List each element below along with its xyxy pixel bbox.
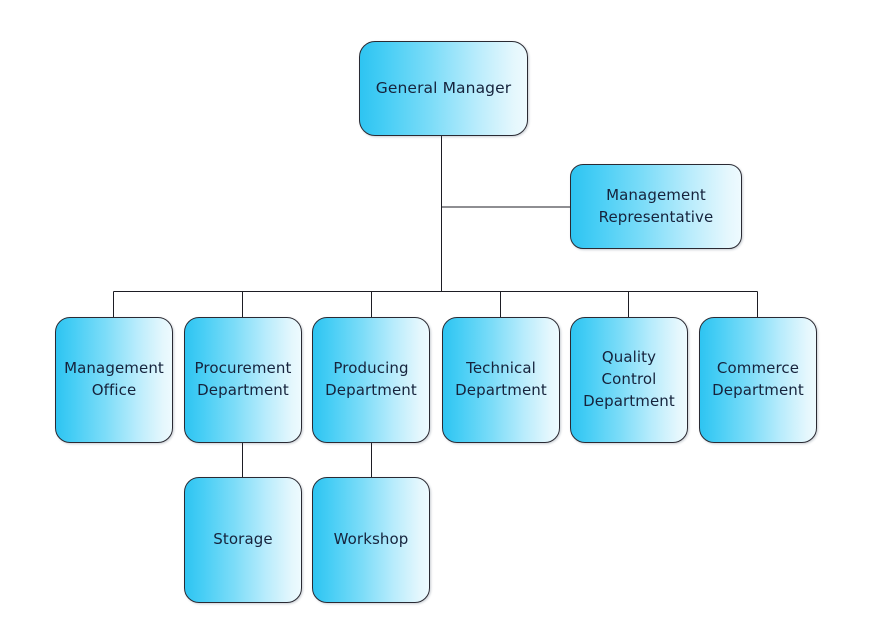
node-general-manager[interactable]: General Manager <box>359 41 528 136</box>
node-management-office[interactable]: Management Office <box>55 317 173 443</box>
node-commerce-department-label: Commerce Department <box>712 359 804 399</box>
node-procurement-department-label: Procurement Department <box>194 359 292 399</box>
node-management-office-label: Management Office <box>64 359 164 399</box>
node-general-manager-label: General Manager <box>375 79 512 98</box>
node-quality-control-department-label: Quality Control Department <box>583 348 675 410</box>
node-producing-department[interactable]: Producing Department <box>312 317 430 443</box>
node-producing-department-label: Producing Department <box>325 359 417 399</box>
node-procurement-department[interactable]: Procurement Department <box>184 317 302 443</box>
node-technical-department-label: Technical Department <box>455 359 547 399</box>
node-storage-label: Storage <box>213 530 273 549</box>
node-workshop[interactable]: Workshop <box>312 477 430 603</box>
node-storage[interactable]: Storage <box>184 477 302 603</box>
node-technical-department[interactable]: Technical Department <box>442 317 560 443</box>
node-management-representative-label: Management Representative <box>598 185 714 226</box>
node-quality-control-department[interactable]: Quality Control Department <box>570 317 688 443</box>
node-management-representative[interactable]: Management Representative <box>570 164 742 249</box>
node-workshop-label: Workshop <box>333 530 409 549</box>
node-commerce-department[interactable]: Commerce Department <box>699 317 817 443</box>
